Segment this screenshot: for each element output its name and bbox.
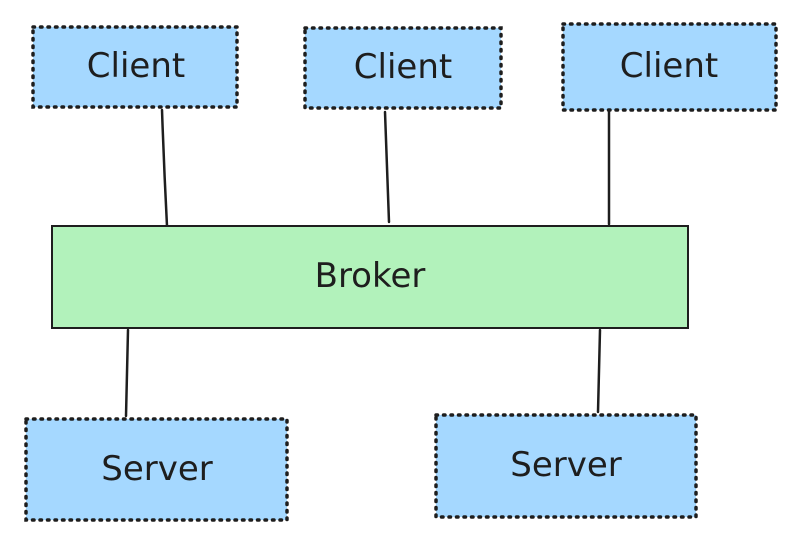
client-label: Client — [354, 47, 452, 87]
server-box — [24, 417, 289, 522]
connector-broker-server-1 — [124, 328, 130, 418]
client-box — [31, 25, 239, 109]
client-box — [303, 26, 503, 110]
client-label: Client — [87, 46, 185, 86]
server-box — [434, 413, 698, 519]
client-label: Client — [620, 46, 718, 86]
client-node: Client — [31, 25, 239, 109]
broker-box — [51, 225, 689, 329]
connector-client-1-broker — [160, 108, 169, 228]
server-label: Server — [101, 449, 213, 489]
client-node: Client — [561, 22, 778, 112]
server-node: Server — [24, 417, 289, 522]
client-box — [561, 22, 778, 112]
client-node: Client — [303, 26, 503, 110]
broker-node: Broker — [51, 225, 689, 329]
connector-broker-server-2 — [596, 328, 602, 414]
broker-label: Broker — [315, 256, 426, 296]
server-label: Server — [510, 445, 622, 485]
server-node: Server — [434, 413, 698, 519]
connector-client-2-broker — [383, 110, 391, 224]
